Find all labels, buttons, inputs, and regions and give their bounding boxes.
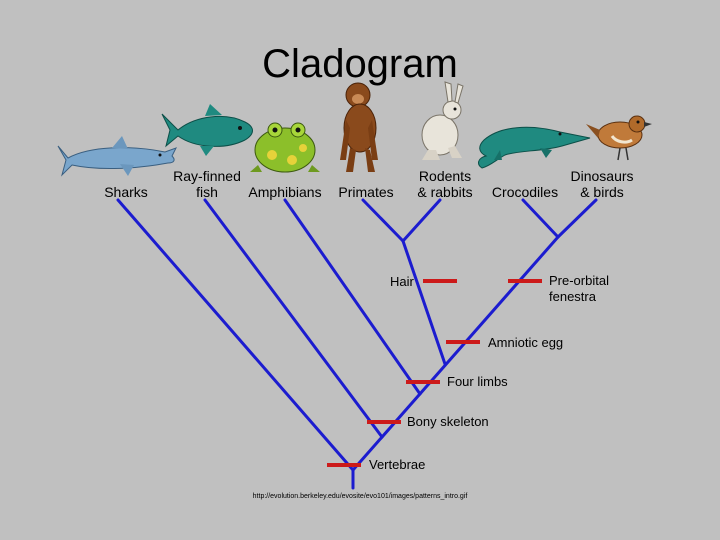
bird-icon: [586, 115, 652, 161]
trait-label-line: Amniotic egg: [488, 335, 564, 350]
shark-icon: [57, 136, 178, 177]
taxon-label-line: Primates: [338, 184, 394, 200]
branch-ray-finned-fish: [203, 198, 384, 439]
taxon-label-line: & birds: [580, 184, 624, 200]
branch-primates: [361, 198, 405, 243]
taxon-label-ray-finned-fish: Ray-finned fish: [173, 168, 241, 200]
branch-sharks: [116, 198, 355, 472]
taxon-label-line: Amphibians: [248, 184, 322, 200]
tuna-icon: [161, 104, 253, 156]
branch-main: [351, 235, 560, 472]
branch-crocodiles: [521, 198, 560, 239]
monkey-icon: [340, 82, 378, 172]
trait-label-line: Four limbs: [447, 374, 508, 389]
trait-label-amniotic-egg: Amniotic egg: [488, 335, 563, 351]
branch-dinosaurs-birds: [556, 198, 598, 239]
trait-label-four-limbs: Four limbs: [447, 374, 508, 390]
taxon-label-line: Dinosaurs: [570, 168, 634, 184]
branch-amphibians: [283, 198, 422, 396]
taxon-label-line: Ray-finned: [173, 168, 241, 184]
frog-icon: [250, 122, 320, 173]
trait-label-hair: Hair: [390, 274, 414, 290]
taxon-label-line: fish: [196, 184, 218, 200]
branch-mammals: [401, 239, 447, 366]
trait-marks: [327, 279, 542, 467]
source-url[interactable]: http://evolution.berkeley.edu/evosite/ev…: [252, 493, 468, 500]
trait-label-vertebrae: Vertebrae: [369, 457, 425, 473]
taxon-label-line: & rabbits: [417, 184, 473, 200]
trait-label-line: Bony skeleton: [407, 414, 489, 429]
taxon-label-dinosaurs-birds: Dinosaurs & birds: [570, 168, 633, 200]
crocodile-icon: [478, 126, 591, 169]
cladogram-branches: [116, 198, 598, 490]
taxon-label-crocodiles: Crocodiles: [492, 184, 558, 200]
taxon-label-sharks: Sharks: [104, 184, 148, 200]
taxon-label-line: Sharks: [104, 184, 148, 200]
rabbit-icon: [421, 81, 464, 160]
taxon-label-primates: Primates: [338, 184, 393, 200]
taxon-label-line: Crocodiles: [491, 184, 559, 200]
trait-label-pre-orbital-fenestra: Pre-orbital fenestra: [549, 273, 609, 305]
trait-label-line: Hair: [390, 274, 414, 289]
branch-rodents-rabbits: [401, 198, 442, 243]
taxon-label-rodents-rabbits: Rodents & rabbits: [417, 168, 472, 200]
trait-label-bony-skeleton: Bony skeleton: [407, 414, 489, 430]
trait-label-line: fenestra: [549, 289, 596, 304]
trait-label-line: Vertebrae: [369, 457, 426, 472]
taxon-label-line: Rodents: [418, 168, 472, 184]
taxon-label-amphibians: Amphibians: [248, 184, 321, 200]
slide-title: Cladogram: [262, 42, 458, 86]
trait-label-line: Pre-orbital: [549, 273, 609, 288]
